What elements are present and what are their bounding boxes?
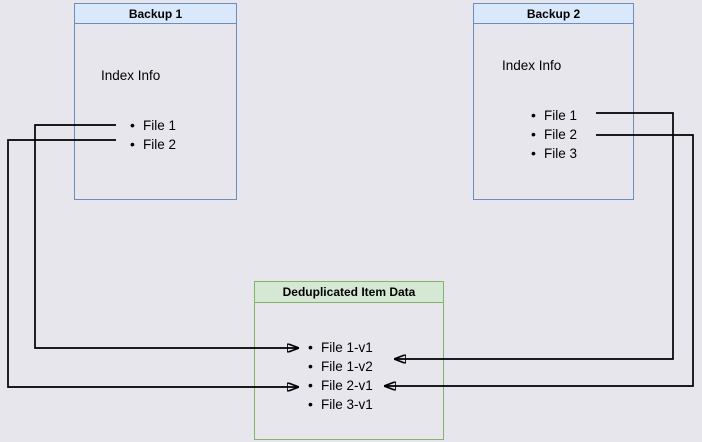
- list-item-backup2-file1: File 1: [530, 106, 577, 125]
- backup1-file-list: File 1 File 2: [129, 116, 176, 154]
- dedup-item-list: File 1-v1 File 1-v2 File 2-v1 File 3-v1: [307, 338, 373, 414]
- list-item-file1-v2: File 1-v2: [307, 357, 373, 376]
- backup2-subtitle: Index Info: [502, 58, 562, 73]
- list-item-file1-v1: File 1-v1: [307, 338, 373, 357]
- list-item-backup1-file1: File 1: [129, 116, 176, 135]
- list-item-backup2-file2: File 2: [530, 125, 577, 144]
- backup2-title: Backup 2: [474, 4, 633, 24]
- list-item-file3-v1: File 3-v1: [307, 395, 373, 414]
- list-item-backup2-file3: File 3: [530, 144, 577, 163]
- dedup-title: Deduplicated Item Data: [255, 282, 443, 303]
- backup1-subtitle: Index Info: [101, 68, 161, 83]
- backup1-title: Backup 1: [75, 4, 236, 24]
- backup2-box: Backup 2 Index Info File 1 File 2 File 3: [473, 3, 634, 200]
- list-item-backup1-file2: File 2: [129, 135, 176, 154]
- deduplicated-item-data-box: Deduplicated Item Data File 1-v1 File 1-…: [254, 281, 444, 440]
- backup1-box: Backup 1 Index Info File 1 File 2: [74, 3, 237, 200]
- list-item-file2-v1: File 2-v1: [307, 376, 373, 395]
- backup2-file-list: File 1 File 2 File 3: [530, 106, 577, 163]
